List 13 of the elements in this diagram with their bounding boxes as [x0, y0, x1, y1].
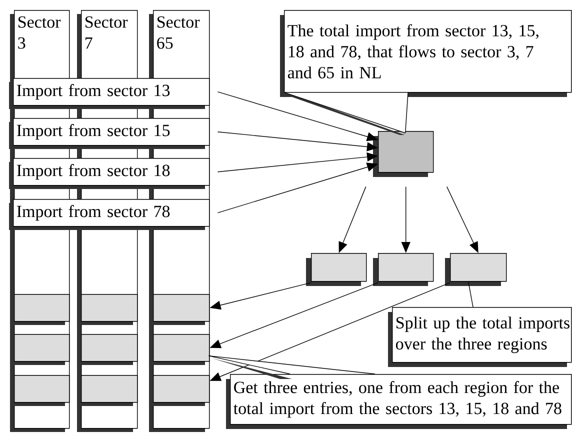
import-box: Import from sector 18: [9, 158, 210, 189]
callout-box: Get three entries, one from each region for the total import from the sectors 13, 15, 18 and 78: [226, 374, 572, 429]
region-box: [373, 253, 434, 286]
leader-line: [468, 281, 474, 308]
callout-box: Split up the total imports over the three regions: [388, 306, 572, 367]
import-box: Import from sector 15: [9, 118, 210, 149]
region-box: [445, 253, 507, 286]
region-box: [306, 253, 367, 286]
import-box: Import from sector 13: [9, 78, 210, 109]
import-box: Import from sector 78: [9, 199, 210, 230]
callout-box: The total import from sector 13, 15, 18 and 78, that flows to sector 3, 7 and 65 in NL: [280, 10, 572, 97]
callout-pointer: [208, 355, 376, 379]
total-box: [373, 131, 434, 177]
